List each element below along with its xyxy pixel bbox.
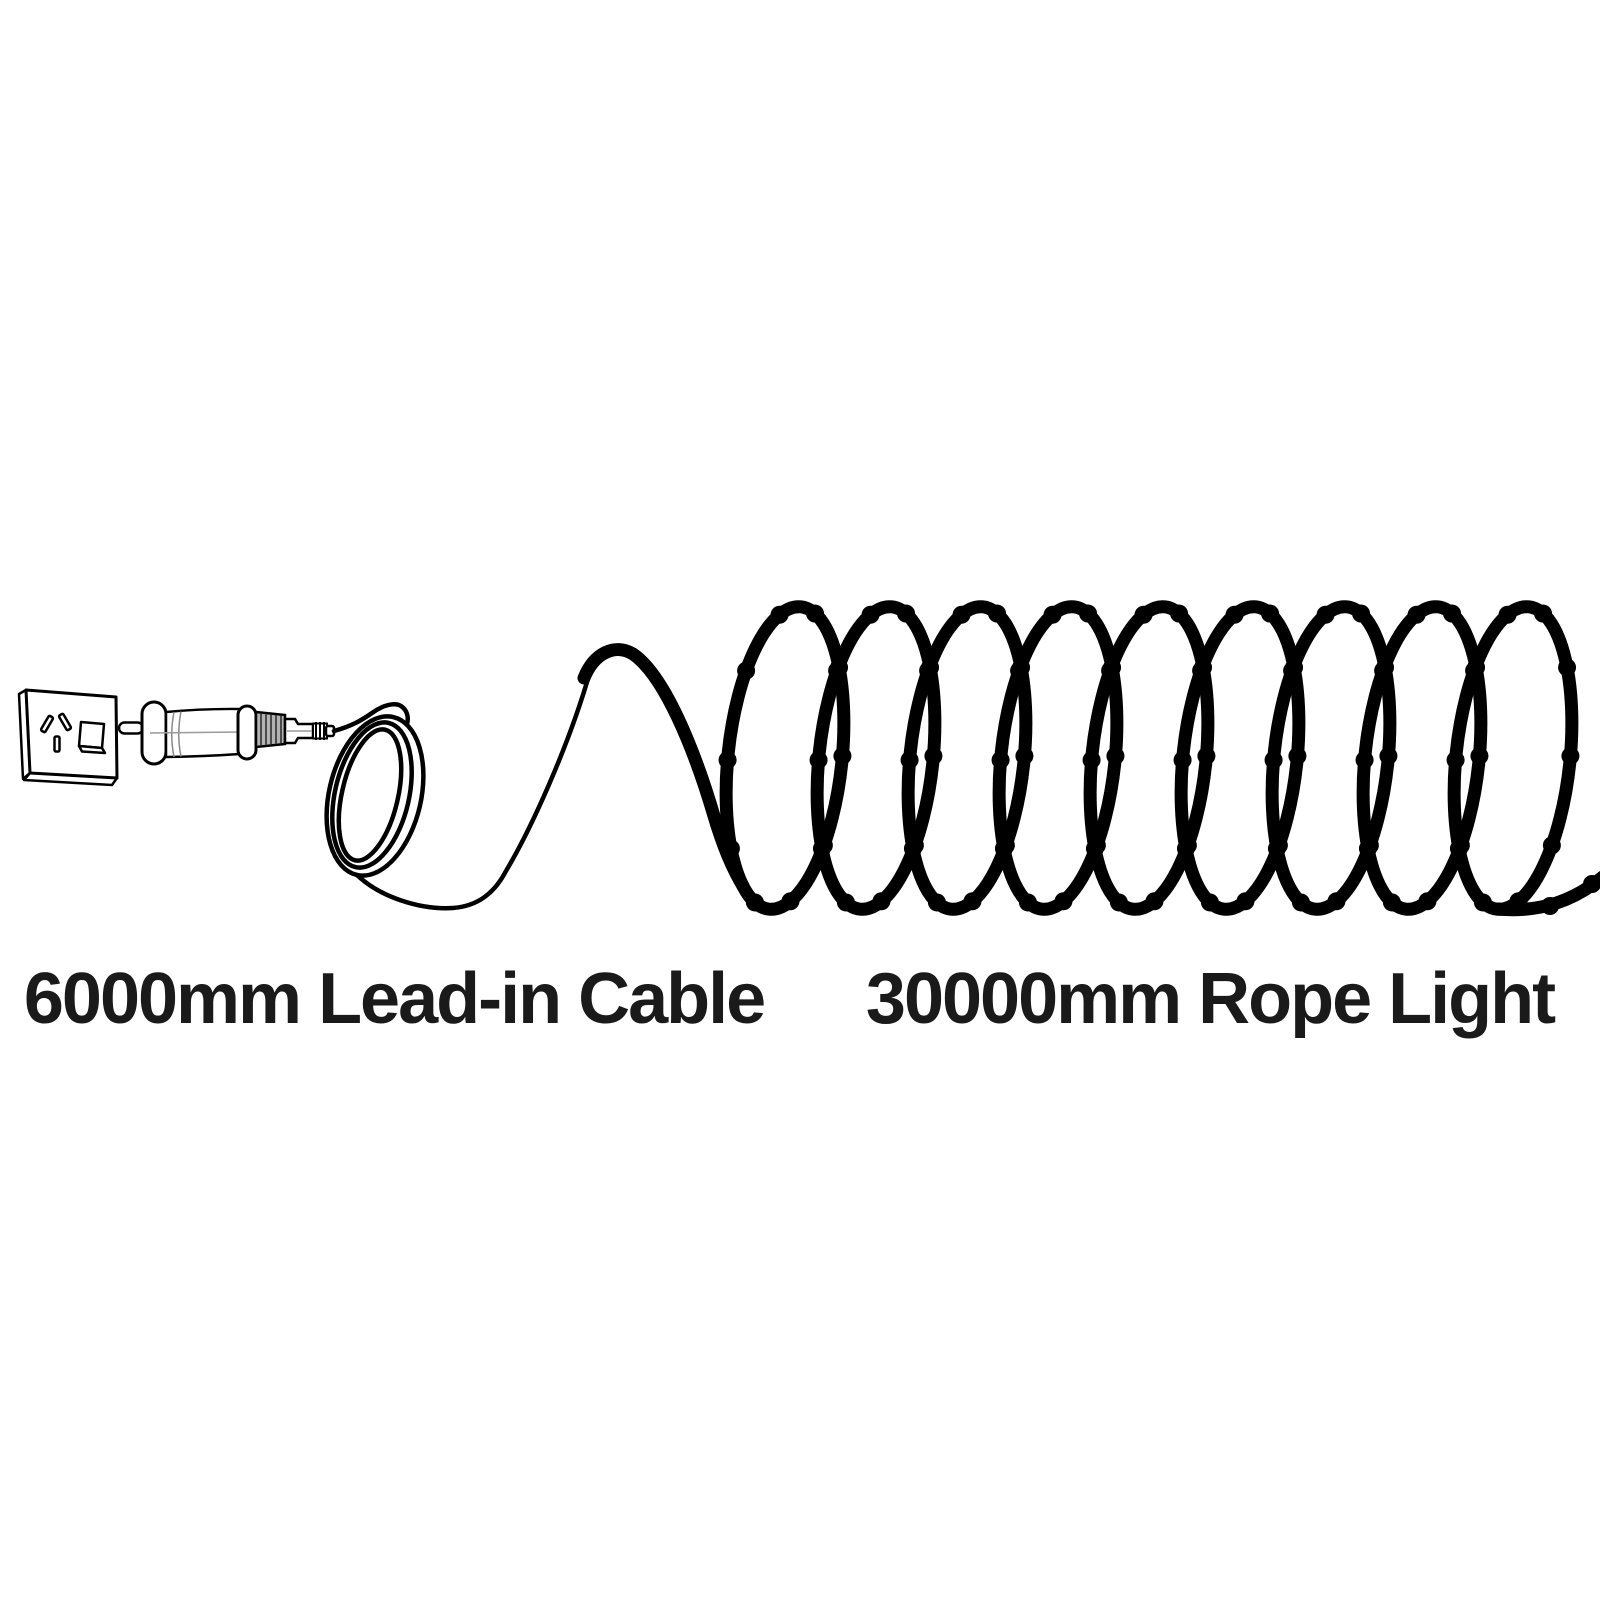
socket-switch-icon [77, 720, 107, 755]
rope-light-lead-section [577, 643, 750, 893]
lead-in-cable [324, 669, 593, 911]
lead-in-cable-label: 6000mm Lead-in Cable [23, 959, 766, 1039]
rope-light [577, 596, 1600, 920]
rope-light-label: 30000mm Rope Light [865, 959, 1556, 1039]
rope-light-coil [703, 596, 1595, 920]
power-plug [117, 700, 336, 766]
socket-pin-slots-icon [39, 712, 73, 753]
plug-pin [117, 721, 145, 735]
coupling-nut [254, 710, 287, 749]
plug-flange [236, 704, 258, 761]
socket-faceplate [24, 688, 119, 780]
connector-threads [312, 722, 328, 740]
wall-socket [17, 688, 119, 787]
